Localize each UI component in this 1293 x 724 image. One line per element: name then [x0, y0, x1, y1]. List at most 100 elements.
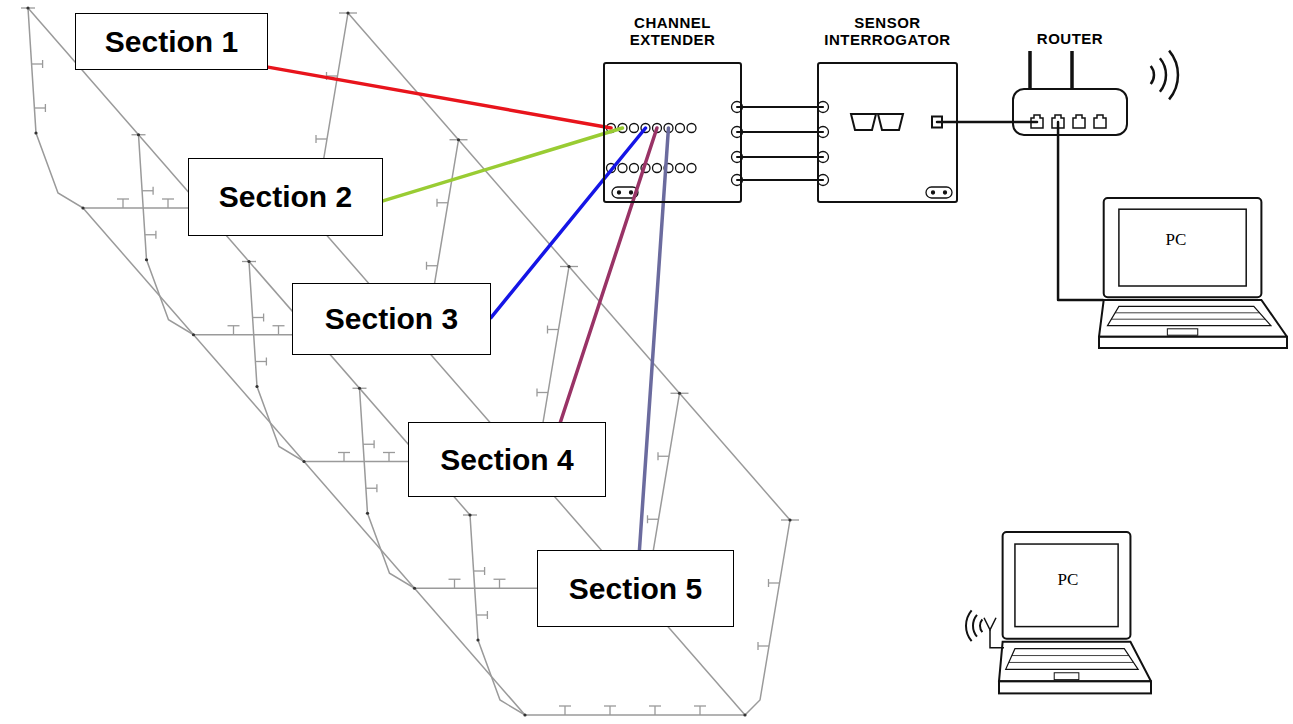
channel-cable: [737, 106, 823, 108]
stiffener: [768, 579, 769, 587]
stiffener: [21, 7, 35, 8]
section-label: Section 4: [440, 443, 573, 477]
section-label: Section 1: [105, 25, 238, 59]
hull-frame: [470, 515, 790, 715]
stiffener: [647, 515, 648, 523]
laptop-screen: [1015, 544, 1118, 627]
wireless-wave: [966, 610, 972, 641]
stiffener: [233, 326, 234, 335]
stiffener: [449, 579, 461, 580]
device-heading: SENSOR INTERROGATOR: [818, 14, 958, 48]
stiffener: [162, 198, 174, 199]
stiffener: [343, 453, 344, 462]
stiffener: [32, 63, 43, 64]
stiffener: [559, 705, 571, 706]
laptop-base-edge: [999, 681, 1151, 693]
stiffener: [781, 519, 799, 520]
stiffener: [427, 265, 438, 266]
stiffener: [263, 314, 264, 322]
stiffener: [463, 514, 477, 515]
stiffener: [487, 611, 488, 619]
weld-dot: [346, 11, 349, 14]
weld-dot: [366, 512, 369, 515]
weld-dot: [145, 258, 148, 261]
weld-dot: [302, 460, 305, 463]
interrogator-ports: [818, 102, 953, 199]
stiffener: [155, 231, 156, 239]
stiffener: [758, 645, 769, 646]
weld-dot: [457, 138, 460, 141]
fiber-cable: [383, 128, 622, 201]
stiffener: [694, 705, 706, 706]
stiffener: [266, 358, 267, 366]
section-box: Section 1: [75, 13, 268, 70]
stiffener: [476, 614, 487, 615]
stiffener: [228, 325, 240, 326]
stiffener: [255, 361, 266, 362]
laptop-outline: [950, 530, 1152, 702]
serial-pin: [630, 191, 633, 194]
touchpad: [1054, 673, 1079, 680]
stiffener: [649, 705, 661, 706]
stringer-line: [28, 8, 470, 515]
stiffener: [122, 199, 123, 208]
stiffener: [499, 579, 500, 588]
stiffener: [609, 706, 610, 715]
router-antenna: [1070, 51, 1074, 88]
fiber-port: [676, 164, 685, 173]
stiffener: [315, 135, 316, 143]
stiffener: [484, 567, 485, 575]
channel-cable: [737, 179, 823, 181]
hull-frames: [21, 6, 799, 716]
serial-pin: [618, 191, 621, 194]
section-box: Section 4: [408, 422, 606, 497]
stiffener: [316, 138, 327, 139]
fiber-cable: [268, 67, 611, 128]
weld-dot: [523, 713, 526, 716]
stiffener: [564, 706, 565, 715]
section-box: Section 5: [537, 550, 734, 627]
section-box: Section 3: [292, 283, 491, 355]
laptop-screen: [1119, 209, 1246, 286]
screen-label: PC: [1164, 230, 1189, 250]
stiffener: [273, 325, 285, 326]
stiffener: [426, 262, 427, 270]
lan-port: [1073, 115, 1085, 128]
stiffener: [363, 444, 374, 445]
stiffener: [604, 705, 616, 706]
channel-extender: CHANNEL EXTENDER: [603, 62, 742, 203]
stiffener: [383, 452, 395, 453]
laptop-base: [999, 642, 1151, 682]
stiffener: [437, 202, 448, 203]
db9-connector: [878, 114, 903, 130]
stiffener: [152, 187, 153, 195]
weld-dot: [413, 587, 416, 590]
weld-dot: [468, 513, 471, 516]
weld-dot: [743, 713, 746, 716]
fiber-port: [630, 164, 639, 173]
keyboard-row: [1009, 662, 1134, 663]
db9-connector: [851, 114, 876, 130]
laptop-pc: PC: [1098, 196, 1288, 356]
screen-label: PC: [1056, 570, 1081, 590]
keyboard-row: [1111, 319, 1265, 320]
stiffener: [167, 199, 168, 208]
fiber-port: [653, 164, 662, 173]
wireless-wave: [980, 619, 982, 632]
stiffener: [45, 104, 46, 112]
weld-dot: [247, 260, 250, 263]
stiffener: [142, 190, 153, 191]
ethernet-cable: [1058, 122, 1103, 300]
fiber-port: [687, 164, 696, 173]
stiffener: [253, 317, 264, 318]
fiber-port: [630, 124, 639, 133]
weld-dot: [788, 518, 791, 521]
stiffener: [388, 453, 389, 462]
router: ROUTER: [1012, 88, 1128, 136]
stiffener: [338, 452, 350, 453]
wireless-laptop: PC: [950, 530, 1152, 702]
touchpad: [1167, 329, 1197, 335]
fiber-cable: [491, 128, 646, 318]
